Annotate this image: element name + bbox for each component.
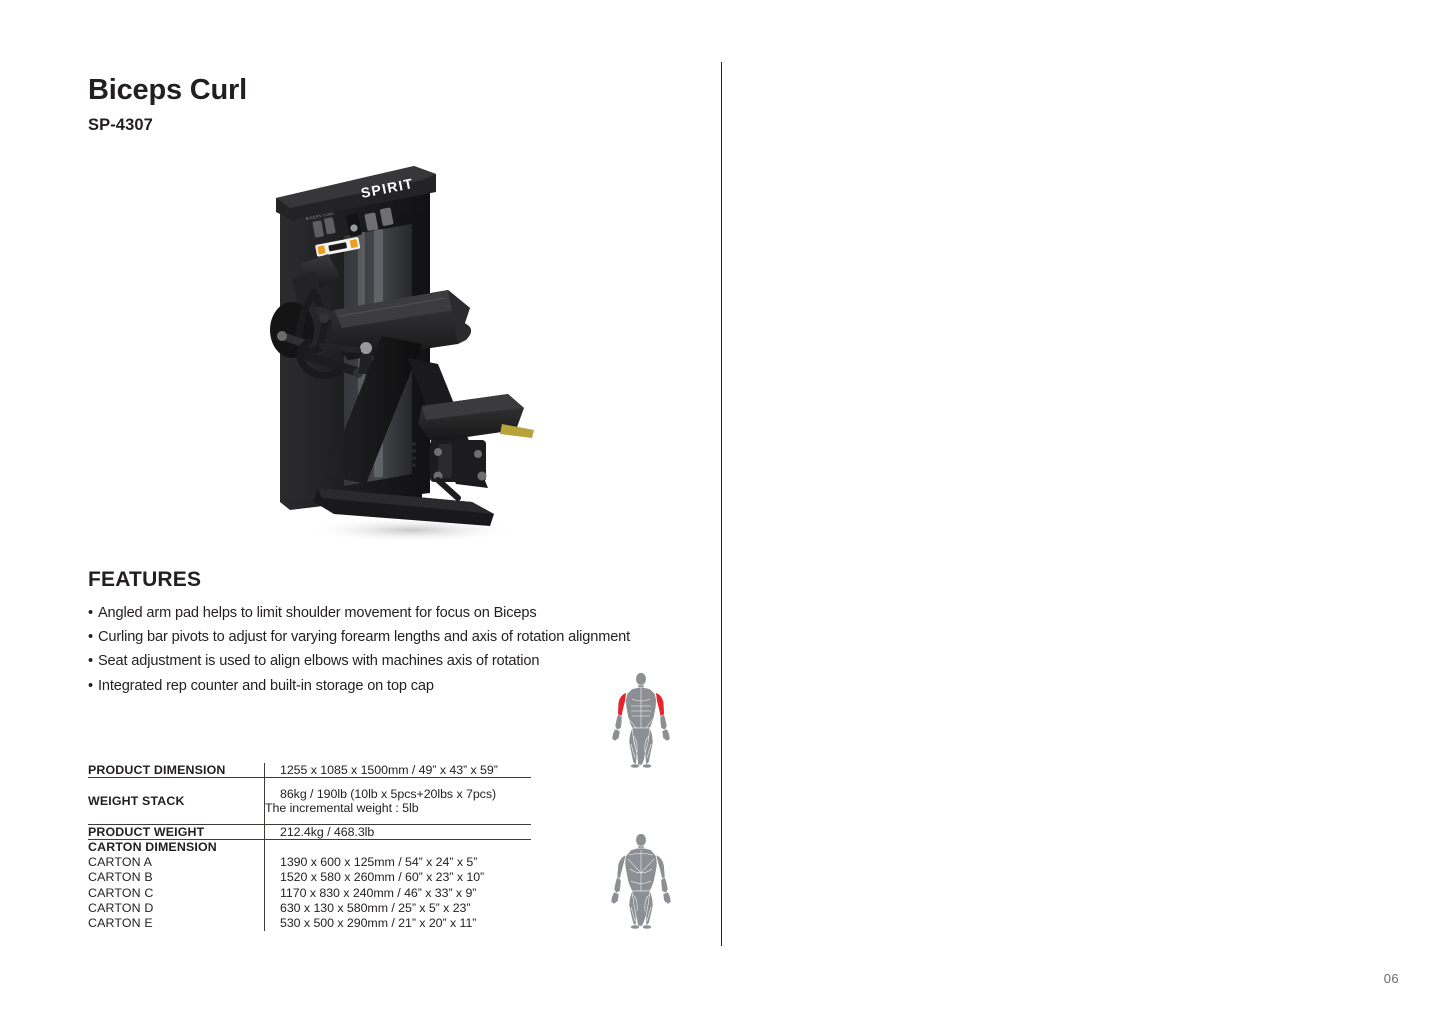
muscle-diagram-back xyxy=(602,833,680,929)
carton-dimension-value: 530 x 500 x 290mm / 21” x 20” x 11” xyxy=(280,916,477,931)
feature-item: •Seat adjustment is used to align elbows… xyxy=(88,649,630,673)
spec-label-product-dimension: PRODUCT DIMENSION xyxy=(88,763,265,778)
carton-label-list: CARTON DIMENSION CARTON A CARTON B CARTO… xyxy=(88,840,264,931)
feature-text: Curling bar pivots to adjust for varying… xyxy=(97,629,631,646)
feature-item: •Integrated rep counter and built-in sto… xyxy=(88,674,630,698)
carton-name: CARTON E xyxy=(88,916,153,931)
table-row: CARTON DIMENSION CARTON A CARTON B CARTO… xyxy=(88,839,531,932)
feature-item: •Angled arm pad helps to limit shoulder … xyxy=(88,601,630,625)
spec-value-weight-stack: 86kg / 190lb (10lb x 5pcs+20lbs x 7pcs) … xyxy=(264,777,531,825)
column-divider xyxy=(721,62,722,946)
features-list: •Angled arm pad helps to limit shoulder … xyxy=(88,601,630,698)
spec-text: 1255 x 1085 x 1500mm / 49” x 43” x 59” xyxy=(280,763,498,777)
features-heading: FEATURES xyxy=(88,568,202,591)
carton-name: CARTON C xyxy=(88,885,154,900)
table-row: WEIGHT STACK 86kg / 190lb (10lb x 5pcs+2… xyxy=(88,777,531,825)
bullet-icon: • xyxy=(88,629,93,646)
bullet-icon: • xyxy=(88,653,93,670)
page-number: 06 xyxy=(1383,971,1399,986)
machine-label: BICEPS CURL xyxy=(305,211,335,221)
carton-dimension-value: 1520 x 580 x 260mm / 60” x 23” x 10” xyxy=(280,870,485,885)
product-panel-triceps-extension: Triceps Extension SP-4308 xyxy=(722,0,1444,1022)
table-row: PRODUCT DIMENSION 1255 x 1085 x 1500mm /… xyxy=(88,763,531,778)
carton-name: CARTON A xyxy=(88,855,153,870)
spec-value-carton-dimension: 1390 x 600 x 125mm / 54” x 24” x 5” 1520… xyxy=(264,839,531,932)
feature-item: •Curling bar pivots to adjust for varyin… xyxy=(88,625,630,649)
model-number: SP-4307 xyxy=(88,116,153,134)
spec-text: 212.4kg / 468.3lb xyxy=(280,825,375,839)
feature-text: Angled arm pad helps to limit shoulder m… xyxy=(97,605,537,621)
carton-dimension-value: 1390 x 600 x 125mm / 54” x 24” x 5” xyxy=(280,855,478,870)
carton-dimension-heading: CARTON DIMENSION xyxy=(88,840,217,854)
carton-value-list: 1390 x 600 x 125mm / 54” x 24” x 5” 1520… xyxy=(265,840,531,931)
carton-name: CARTON D xyxy=(88,900,154,915)
table-row: PRODUCT WEIGHT 212.4kg / 468.3lb xyxy=(88,824,531,840)
spec-label-carton-dimension: CARTON DIMENSION CARTON A CARTON B CARTO… xyxy=(88,840,265,932)
spec-value-product-dimension: 1255 x 1085 x 1500mm / 49” x 43” x 59” xyxy=(264,763,531,778)
spec-value-product-weight: 212.4kg / 468.3lb xyxy=(264,824,531,840)
carton-dimension-value: 1170 x 830 x 240mm / 46” x 33” x 9” xyxy=(280,885,477,900)
spec-label-product-weight: PRODUCT WEIGHT xyxy=(88,824,265,840)
muscle-diagram-front xyxy=(602,672,680,768)
product-panel-biceps-curl: Biceps Curl SP-4307 xyxy=(0,0,722,1022)
muscle-highlight-biceps xyxy=(618,693,664,716)
feature-text: Seat adjustment is used to align elbows … xyxy=(97,653,540,670)
specification-table: PRODUCT DIMENSION 1255 x 1085 x 1500mm /… xyxy=(88,763,531,932)
carton-name: CARTON B xyxy=(88,870,153,885)
feature-text: Integrated rep counter and built-in stor… xyxy=(97,677,434,694)
product-image-biceps-curl: SPIRIT BICEPS CURL xyxy=(262,158,562,548)
bullet-icon: • xyxy=(88,605,93,621)
spec-label-weight-stack: WEIGHT STACK xyxy=(88,777,265,825)
bullet-icon: • xyxy=(88,677,93,694)
carton-dimension-value: 630 x 130 x 580mm / 25” x 5” x 23” xyxy=(280,900,471,915)
spec-text-line2: The incremental weight : 5lb xyxy=(265,801,419,815)
spec-text-line1: 86kg / 190lb (10lb x 5pcs+20lbs x 7pcs) xyxy=(280,787,497,801)
page-title: Biceps Curl xyxy=(88,74,247,106)
